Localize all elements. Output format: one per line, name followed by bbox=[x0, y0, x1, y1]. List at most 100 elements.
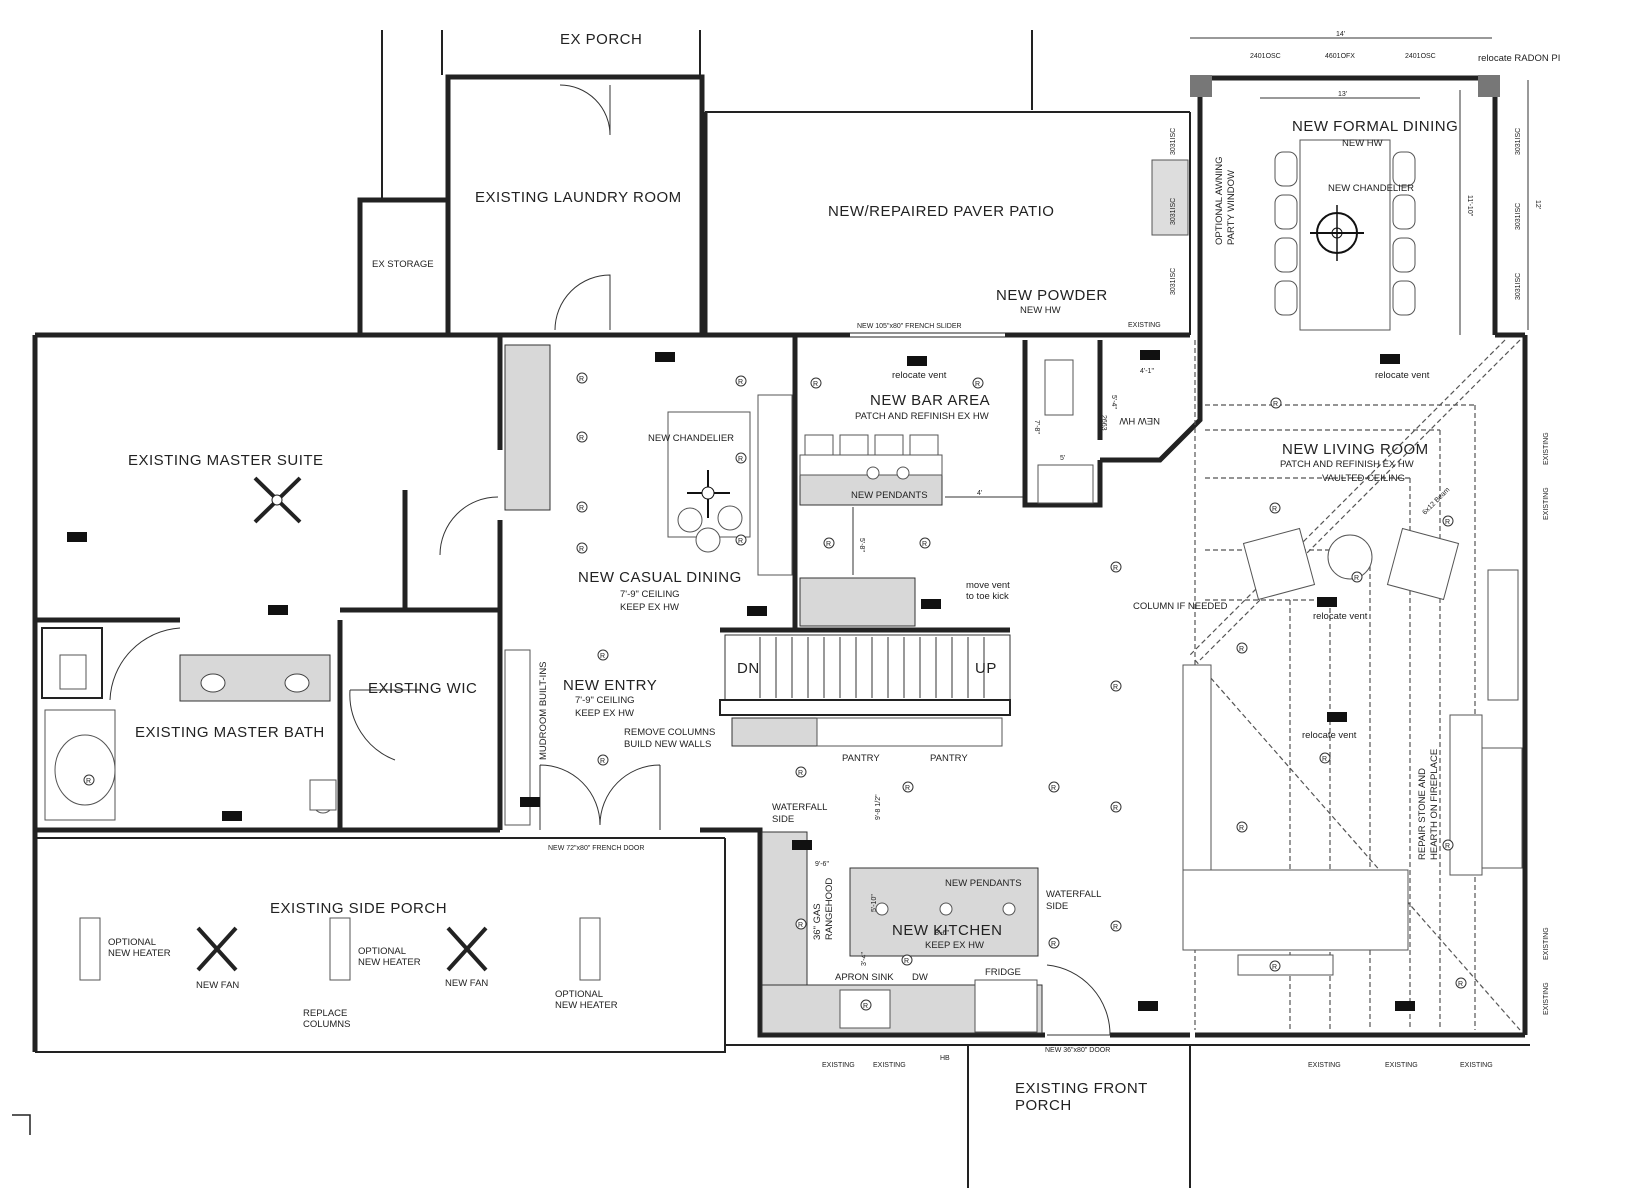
recessed-light-symbol: R bbox=[922, 541, 927, 548]
recessed-light-symbol: R bbox=[798, 770, 803, 777]
waterfall-note: SIDE bbox=[1046, 901, 1068, 912]
recessed-light-symbol: R bbox=[975, 381, 980, 388]
recessed-light-symbol: R bbox=[86, 778, 91, 785]
waterfall-note: WATERFALL bbox=[1046, 889, 1101, 900]
dim-island-len: 8'-6" bbox=[935, 930, 949, 937]
columns-note: REPLACE bbox=[303, 1008, 347, 1019]
recessed-light-symbol: R bbox=[1113, 805, 1118, 812]
recessed-light-symbol: R bbox=[1051, 785, 1056, 792]
recessed-light-icon: R bbox=[576, 372, 588, 384]
window-code: 2401OSC bbox=[1250, 53, 1281, 60]
casual-dining-floor: KEEP EX HW bbox=[620, 602, 679, 613]
recessed-light-icon: R bbox=[1110, 801, 1122, 813]
patio: NEW/REPAIRED PAVER PATIO bbox=[705, 111, 1191, 335]
chandelier-note: NEW CHANDELIER bbox=[1328, 183, 1414, 194]
column-note: COLUMN IF NEEDED bbox=[1133, 601, 1228, 612]
recessed-light-icon: R bbox=[1351, 571, 1363, 583]
closet-floor: NEW HW bbox=[1119, 415, 1160, 426]
recessed-light-icon: R bbox=[1110, 920, 1122, 932]
recessed-light-symbol: R bbox=[738, 456, 743, 463]
relocate-vent-note: relocate vent bbox=[1375, 370, 1430, 381]
side-porch-label: EXISTING SIDE PORCH bbox=[270, 900, 447, 917]
bar-note: PATCH AND REFINISH EX HW bbox=[855, 411, 989, 422]
recessed-light-symbol: R bbox=[1113, 684, 1118, 691]
recessed-light-icon: R bbox=[1442, 515, 1454, 527]
recessed-light-symbol: R bbox=[1458, 981, 1463, 988]
recessed-light-icon: R bbox=[1319, 752, 1331, 764]
ex-porch: EX PORCH bbox=[381, 30, 1033, 200]
relocate-vent-note: relocate vent bbox=[1302, 730, 1357, 741]
heater-note: NEW HEATER bbox=[555, 1000, 618, 1011]
recessed-light-symbol: R bbox=[579, 546, 584, 553]
bar-area: relocate vent NEW BAR AREA PATCH AND REF… bbox=[799, 370, 1025, 627]
window-code: 3031ISC bbox=[1170, 268, 1177, 295]
recessed-light-symbol: R bbox=[1445, 843, 1450, 850]
recessed-light-icon: R bbox=[1048, 781, 1060, 793]
dim-range: 9'-6" bbox=[815, 861, 829, 868]
dim-14: 14' bbox=[1336, 31, 1345, 38]
french-door-note: NEW 72"x80" FRENCH DOOR bbox=[548, 845, 644, 852]
window-existing: EXISTING bbox=[1308, 1062, 1341, 1069]
recessed-light-icon: R bbox=[597, 649, 609, 661]
recessed-light-icon: R bbox=[1455, 977, 1467, 989]
recessed-light-icon: R bbox=[860, 999, 872, 1011]
recessed-light-symbol: R bbox=[1273, 401, 1278, 408]
recessed-light-symbol: R bbox=[826, 541, 831, 548]
window-code: 3031ISC bbox=[1170, 198, 1177, 225]
front-porch-label: PORCH bbox=[1015, 1097, 1072, 1114]
dim-5-8: 5'-8" bbox=[858, 538, 865, 552]
window-code: 3031ISC bbox=[1515, 273, 1522, 300]
heater-note: OPTIONAL bbox=[555, 989, 603, 1000]
fridge-label: FRIDGE bbox=[985, 967, 1021, 978]
dim-4-1: 4'-1" bbox=[1140, 368, 1154, 375]
fan-note: NEW FAN bbox=[445, 978, 488, 989]
recessed-light-icon: R bbox=[735, 452, 747, 464]
awning-note: OPTIONAL AWNING bbox=[1214, 156, 1225, 245]
window-existing: EXISTING bbox=[1543, 487, 1550, 520]
waterfall-note: WATERFALL bbox=[772, 802, 827, 813]
living-room: NEW LIVING ROOM PATCH AND REFINISH EX HW… bbox=[1133, 332, 1550, 1069]
recessed-light-icon: R bbox=[735, 375, 747, 387]
stairs-up[interactable]: UP bbox=[975, 660, 997, 677]
vent-icon bbox=[222, 811, 242, 821]
kitchen-pendants: NEW PENDANTS bbox=[945, 878, 1022, 889]
recessed-light-symbol: R bbox=[600, 653, 605, 660]
sink-label: APRON SINK bbox=[835, 972, 894, 983]
dim-13: 13' bbox=[1338, 91, 1347, 98]
dw-label: DW bbox=[912, 972, 928, 983]
heater-note: NEW HEATER bbox=[358, 957, 421, 968]
recessed-light-symbol: R bbox=[579, 376, 584, 383]
dining-chairs bbox=[1274, 151, 1416, 316]
entry-note: BUILD NEW WALLS bbox=[624, 739, 711, 750]
hvac-vents bbox=[67, 350, 1415, 1011]
heater-note: NEW HEATER bbox=[108, 948, 171, 959]
recessed-light-symbol: R bbox=[1113, 565, 1118, 572]
window-existing: EXISTING bbox=[822, 1062, 855, 1069]
recessed-light-icon: R bbox=[576, 431, 588, 443]
laundry-label: EXISTING LAUNDRY ROOM bbox=[475, 189, 682, 206]
recessed-light-symbol: R bbox=[1445, 519, 1450, 526]
recessed-light-icon: R bbox=[597, 754, 609, 766]
kitchen-label: NEW KITCHEN bbox=[892, 922, 1003, 939]
master-bath: EXISTING MASTER BATH EXISTING WIC bbox=[41, 627, 477, 821]
recessed-light-symbol: R bbox=[579, 505, 584, 512]
recessed-light-icon: R bbox=[1442, 839, 1454, 851]
living-ceiling: VAULTED CEILING bbox=[1322, 473, 1405, 484]
stairs-down[interactable]: DN bbox=[737, 660, 760, 677]
window-existing: EXISTING bbox=[1385, 1062, 1418, 1069]
recessed-light-icon: R bbox=[972, 377, 984, 389]
vent-note: move vent bbox=[966, 580, 1010, 591]
dim-sink: 3'-4" bbox=[861, 952, 868, 966]
formal-dining-label: NEW FORMAL DINING bbox=[1292, 118, 1458, 135]
recessed-light-symbol: R bbox=[863, 1003, 868, 1010]
mudroom-note: MUDROOM BUILT-INS bbox=[538, 661, 549, 760]
master-suite-label: EXISTING MASTER SUITE bbox=[128, 452, 324, 469]
recessed-light-icon: R bbox=[1110, 680, 1122, 692]
recessed-light-icon: R bbox=[576, 501, 588, 513]
wic-label: EXISTING WIC bbox=[368, 680, 477, 697]
entry-floor: KEEP EX HW bbox=[575, 708, 634, 719]
recessed-light-symbol: R bbox=[1239, 646, 1244, 653]
storage-label: EX STORAGE bbox=[372, 259, 434, 270]
side-porch: EXISTING SIDE PORCH OPTIONAL NEW HEATER … bbox=[35, 837, 726, 1053]
